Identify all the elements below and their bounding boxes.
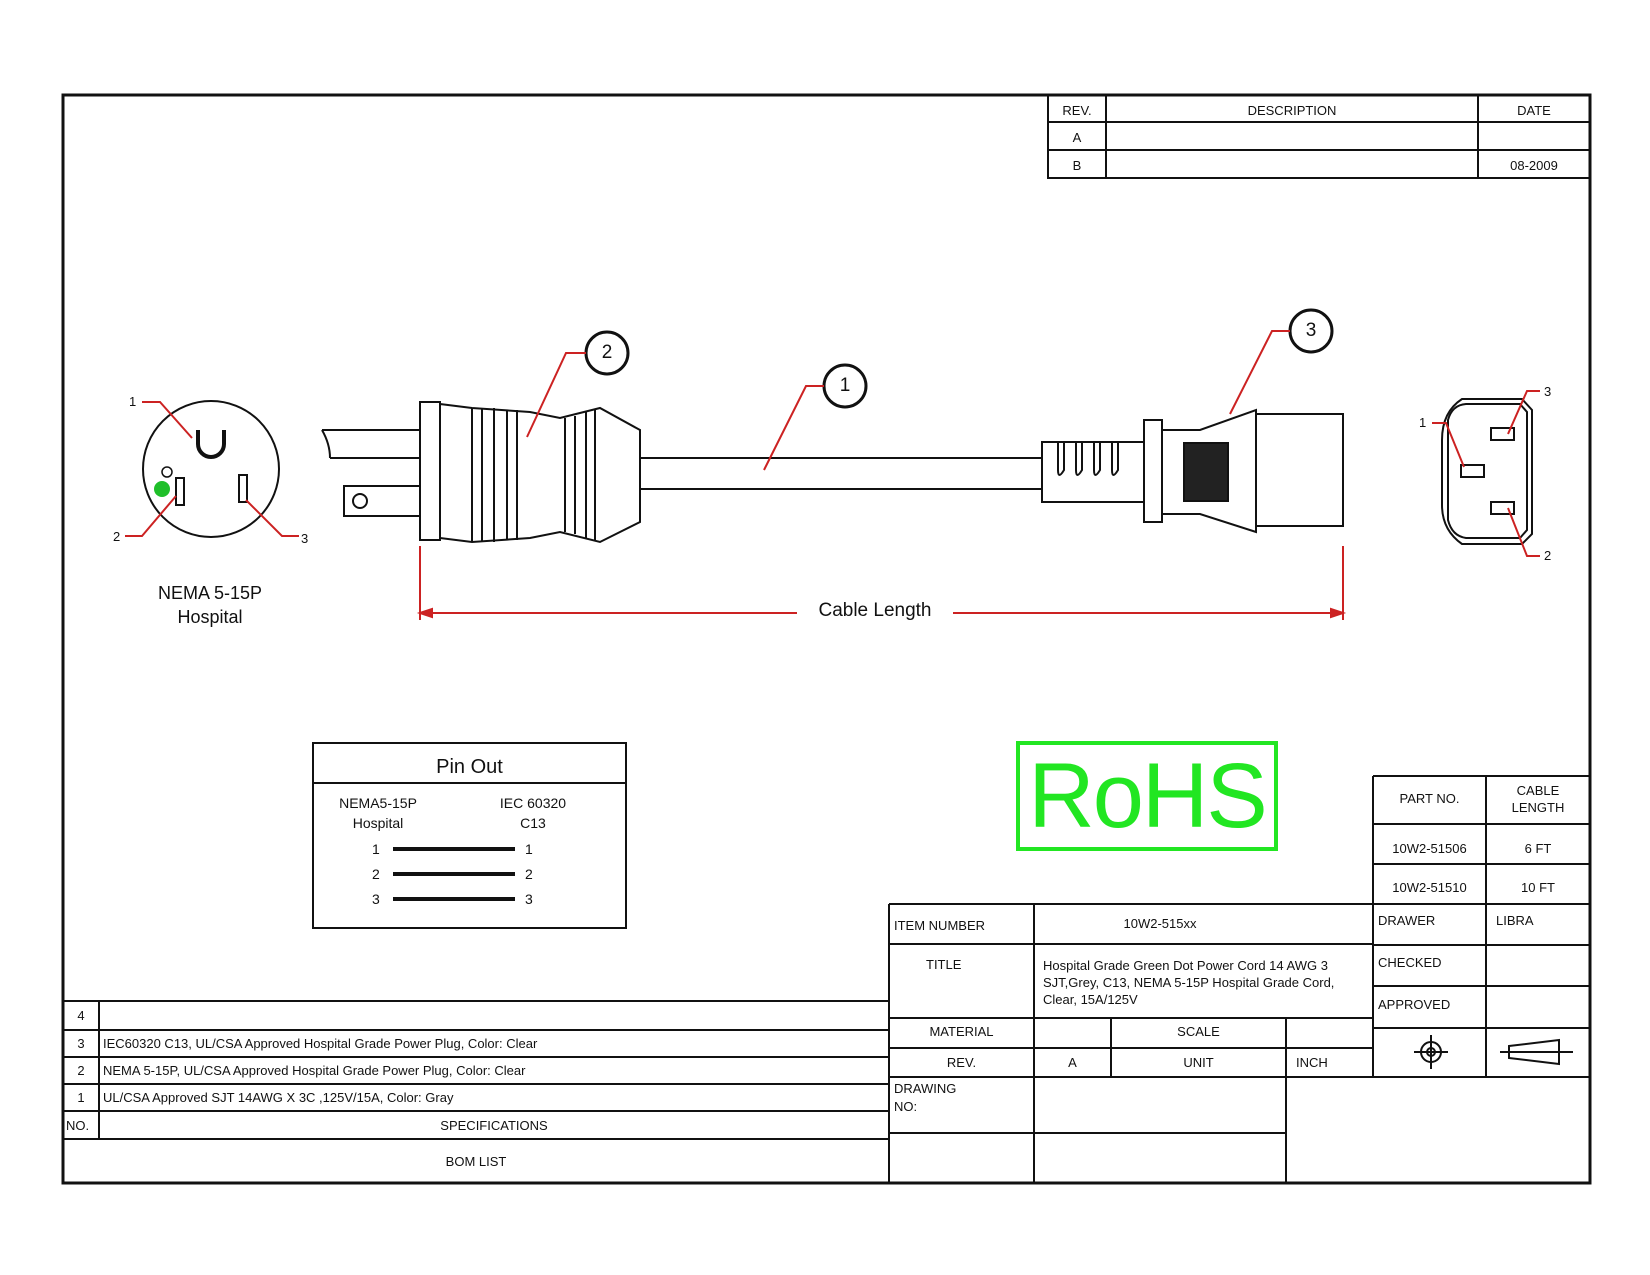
drawer-value: LIBRA [1496, 913, 1534, 928]
callout-3: 3 [1305, 320, 1317, 341]
checked-label: CHECKED [1378, 955, 1442, 970]
rev-label: REV. [946, 1055, 977, 1070]
nema-pin-label-3: 3 [301, 531, 309, 546]
nema-pin-label-1: 1 [129, 394, 137, 409]
cable-length-dimension: Cable Length [818, 600, 932, 621]
date-header: DATE [1517, 103, 1551, 118]
iec-pin-label-1: 1 [1419, 415, 1427, 430]
drawing-no-label-2: NO: [894, 1099, 918, 1114]
pin-out-right-header-1: IEC 60320 [499, 795, 567, 811]
description-header: DESCRIPTION [1247, 103, 1337, 118]
pin-out-left-header-2: Hospital [352, 815, 404, 831]
c13-connector-side-view [1041, 408, 1344, 534]
part-no-row-2: 10W2-51510 [1392, 880, 1467, 895]
projection-symbol-icon [1414, 1035, 1448, 1069]
pin-out-right-2: 2 [525, 866, 533, 882]
pin-out-wires [393, 847, 515, 901]
revision-table-grid [1047, 94, 1591, 179]
nema-caption-line1: NEMA 5-15P [157, 583, 263, 603]
pin-out-left-3: 3 [372, 891, 380, 907]
drawer-label: DRAWER [1378, 913, 1436, 928]
bom-no-2: 2 [77, 1063, 85, 1078]
part-no-header: PART NO. [1399, 791, 1460, 806]
bom-spec-3: IEC60320 C13, UL/CSA Approved Hospital G… [103, 1036, 538, 1051]
pin-out-left-1: 1 [372, 841, 380, 857]
cable-body [640, 457, 1042, 490]
pin-out-right-1: 1 [525, 841, 533, 857]
callout-circles [584, 308, 1334, 409]
cone-symbol-icon [1500, 1038, 1573, 1066]
nema-pin-label-2: 2 [113, 529, 121, 544]
bom-spec-header: SPECIFICATIONS [440, 1118, 548, 1133]
unit-label: UNIT [1183, 1055, 1214, 1070]
scale-label: SCALE [1177, 1024, 1220, 1039]
nema-caption-line2: Hospital [177, 607, 243, 627]
bom-no-4: 4 [77, 1008, 85, 1023]
unit-value: INCH [1296, 1055, 1328, 1070]
title-block-grid [888, 903, 1590, 1183]
pin-out-right-3: 3 [525, 891, 533, 907]
sheet-border [61, 93, 1592, 1185]
bom-no-header: NO. [66, 1118, 90, 1133]
rev-a: A [1072, 130, 1082, 145]
pin-out-left-2: 2 [372, 866, 380, 882]
nema-face-view [142, 400, 280, 538]
rev-value: A [1068, 1055, 1077, 1070]
pin-out-box [312, 742, 627, 929]
material-label: MATERIAL [929, 1024, 994, 1039]
title-value: Hospital Grade Green Dot Power Cord 14 A… [1043, 958, 1335, 1007]
nema-plug-side-view [321, 401, 641, 544]
drawing-no-label-1: DRAWING [894, 1081, 957, 1096]
bom-no-3: 3 [77, 1036, 85, 1051]
rev-b-date: 08-2009 [1510, 158, 1558, 173]
approved-label: APPROVED [1378, 997, 1451, 1012]
callout-1: 1 [839, 375, 851, 396]
rev-header: REV. [1062, 103, 1092, 118]
rev-b: B [1072, 158, 1082, 173]
iec-pin-label-2: 2 [1544, 548, 1552, 563]
item-number-label: ITEM NUMBER [894, 918, 985, 933]
item-number-value: 10W2-515xx [1123, 916, 1197, 931]
pin-out-left-header-1: NEMA5-15P [339, 795, 417, 811]
title-label: TITLE [926, 957, 962, 972]
green-dot-icon [154, 481, 170, 497]
callout-2: 2 [601, 342, 613, 363]
pin-out-title: Pin Out [436, 756, 503, 778]
bom-no-1: 1 [77, 1090, 85, 1105]
iec-pin-label-3: 3 [1544, 384, 1552, 399]
pin-out-right-header-2: C13 [520, 815, 546, 831]
cable-length-header-1: CABLE [1516, 783, 1560, 798]
length-row-1: 6 FT [1524, 841, 1552, 856]
cable-length-header-2: LENGTH [1511, 800, 1565, 815]
rohs-mark: RoHS [1016, 741, 1278, 851]
bom-spec-2: NEMA 5-15P, UL/CSA Approved Hospital Gra… [103, 1063, 526, 1078]
part-table-grid [1372, 775, 1590, 904]
iec-c13-face-view [1441, 398, 1533, 545]
bom-spec-1: UL/CSA Approved SJT 14AWG X 3C ,125V/15A… [103, 1090, 454, 1105]
part-no-row-1: 10W2-51506 [1392, 841, 1467, 856]
bom-table-grid [63, 1000, 889, 1140]
length-row-2: 10 FT [1521, 880, 1555, 895]
leader-lines [125, 330, 1540, 620]
bom-list-footer: BOM LIST [445, 1154, 507, 1169]
